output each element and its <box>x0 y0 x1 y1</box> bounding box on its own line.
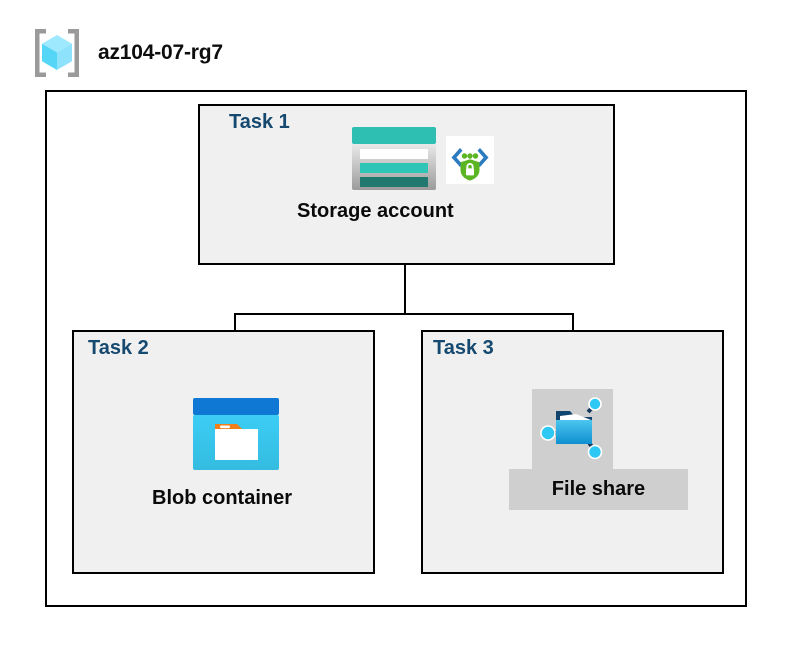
azure-resource-group-icon <box>35 29 79 77</box>
storage-account-icon <box>352 127 436 190</box>
file-share-icon <box>540 397 603 460</box>
task-label-1: Task 1 <box>229 111 290 133</box>
secure-endpoint-shield-icon <box>446 136 494 184</box>
resource-group-header: az104-07-rg7 <box>30 26 223 80</box>
task-label-2: Task 2 <box>88 337 149 359</box>
connector-horizontal-bus <box>234 313 574 315</box>
connector-storage-trunk <box>404 265 406 315</box>
task-label-3: Task 3 <box>433 337 494 359</box>
node-label-storage-account: Storage account <box>297 200 454 222</box>
blob-container-icon <box>193 398 279 470</box>
resource-group-name: az104-07-rg7 <box>98 41 223 64</box>
node-label-blob-container: Blob container <box>152 487 293 509</box>
node-label-file-share: File share <box>509 469 688 510</box>
